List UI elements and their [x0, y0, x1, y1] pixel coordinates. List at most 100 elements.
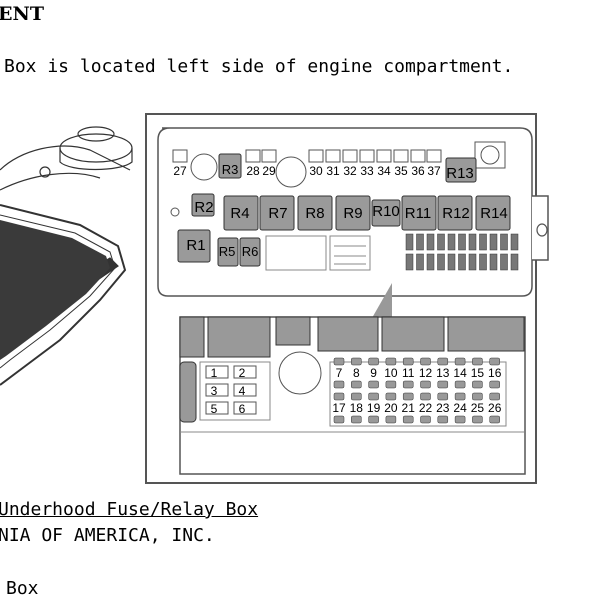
fuse-label-18: 18: [350, 401, 364, 415]
section-heading: ENT: [0, 3, 44, 25]
fuse-slot: [489, 392, 500, 401]
fuse-slot: [437, 415, 449, 424]
relay-r9: [335, 195, 371, 231]
fuse-label-10: 10: [384, 366, 398, 380]
fuse-slot: [385, 357, 397, 366]
fuse-slot: [308, 149, 324, 163]
fuse-slot: [385, 415, 397, 424]
connector-pin: [447, 233, 456, 251]
connector-pin: [426, 253, 435, 271]
relay-label-r14: R14: [480, 205, 508, 222]
fuse-slot: [426, 149, 442, 163]
relay-label-r13: R13: [446, 165, 474, 182]
connector-pin: [458, 253, 466, 271]
relay-r8: [297, 195, 333, 231]
fuse-label-35: 35: [394, 164, 408, 178]
fuse-slot: [420, 380, 431, 389]
fuse-label-29: 29: [262, 164, 276, 178]
fuse-slot: [472, 415, 483, 424]
relay-r1: [177, 229, 211, 263]
fuse-label-36: 36: [411, 164, 425, 178]
fuse-label-34: 34: [377, 164, 391, 178]
fuse-label-5: 5: [211, 402, 218, 416]
fuse-label-33: 33: [360, 164, 374, 178]
fuse-slot: [402, 392, 414, 401]
connector-pin: [489, 233, 498, 251]
connector-pin: [458, 233, 466, 251]
fuse-label-13: 13: [436, 366, 450, 380]
connector-pin: [500, 233, 508, 251]
fuse-label-23: 23: [436, 401, 450, 415]
relay-r10: [371, 199, 401, 227]
relay-r3: [218, 153, 242, 179]
fuse-label-32: 32: [343, 164, 357, 178]
location-description: Box is located left side of engine compa…: [4, 56, 514, 77]
fuse-slot: [376, 149, 392, 163]
fuse-slot: [342, 149, 358, 163]
connector-pin: [479, 253, 487, 271]
fuse-slot: [233, 365, 257, 379]
fuse-slot: [489, 415, 500, 424]
fuse-slot: [368, 392, 379, 401]
fuse-label-12: 12: [419, 366, 433, 380]
fuse-slot: [472, 392, 483, 401]
relay-label-r2: R2: [194, 199, 213, 216]
fuse-slot: [351, 357, 362, 366]
detail-pointer: [372, 283, 392, 318]
fuse-slot: [437, 357, 449, 366]
fuse-slot: [368, 357, 379, 366]
fuse-slot: [351, 380, 362, 389]
relay-label-r5: R5: [219, 244, 236, 259]
relay-label-r4: R4: [230, 205, 249, 222]
relay-label-r12: R12: [442, 205, 470, 222]
fuse-slot: [233, 383, 257, 397]
fuse-slot: [393, 149, 409, 163]
fuse-slot: [420, 392, 431, 401]
connector-pin: [510, 233, 519, 251]
connector-pin: [405, 233, 414, 251]
fuse-label-7: 7: [336, 366, 343, 380]
fuse-slot: [245, 149, 261, 163]
fuse-label-4: 4: [239, 384, 246, 398]
relay-r11: [401, 195, 437, 231]
fuse-label-24: 24: [453, 401, 467, 415]
fuse-label-3: 3: [211, 384, 218, 398]
fuse-slot: [489, 357, 500, 366]
fuse-slot: [402, 380, 414, 389]
relay-label-r8: R8: [305, 205, 324, 222]
fuse-slot: [333, 392, 345, 401]
fuse-slot: [454, 357, 466, 366]
fuse-slot: [205, 401, 229, 415]
fuse-slot: [333, 380, 345, 389]
relay-label-r6: R6: [242, 244, 259, 259]
fuse-slot: [368, 380, 379, 389]
fuse-slot: [454, 380, 466, 389]
fuse-label-11: 11: [402, 366, 415, 380]
fuse-slot: [489, 380, 500, 389]
fuse-slot: [351, 392, 362, 401]
fuse-label-6: 6: [239, 402, 246, 416]
relay-r4: [223, 195, 259, 231]
connector-pin: [447, 253, 456, 271]
fuse-slot: [437, 380, 449, 389]
fuse-slot: [437, 392, 449, 401]
bottom-text: Box: [6, 578, 39, 599]
fuse-slot: [410, 149, 426, 163]
connector-pin: [500, 253, 508, 271]
fuse-label-19: 19: [367, 401, 381, 415]
relay-r2: [191, 193, 215, 217]
relay-label-r10: R10: [372, 203, 400, 220]
fuse-slot: [472, 357, 483, 366]
fuse-label-25: 25: [471, 401, 485, 415]
fuse-label-28: 28: [246, 164, 260, 178]
fuse-slot: [454, 392, 466, 401]
connector-pin: [426, 233, 435, 251]
fuse-slot: [333, 415, 345, 424]
fuse-label-17: 17: [332, 401, 346, 415]
